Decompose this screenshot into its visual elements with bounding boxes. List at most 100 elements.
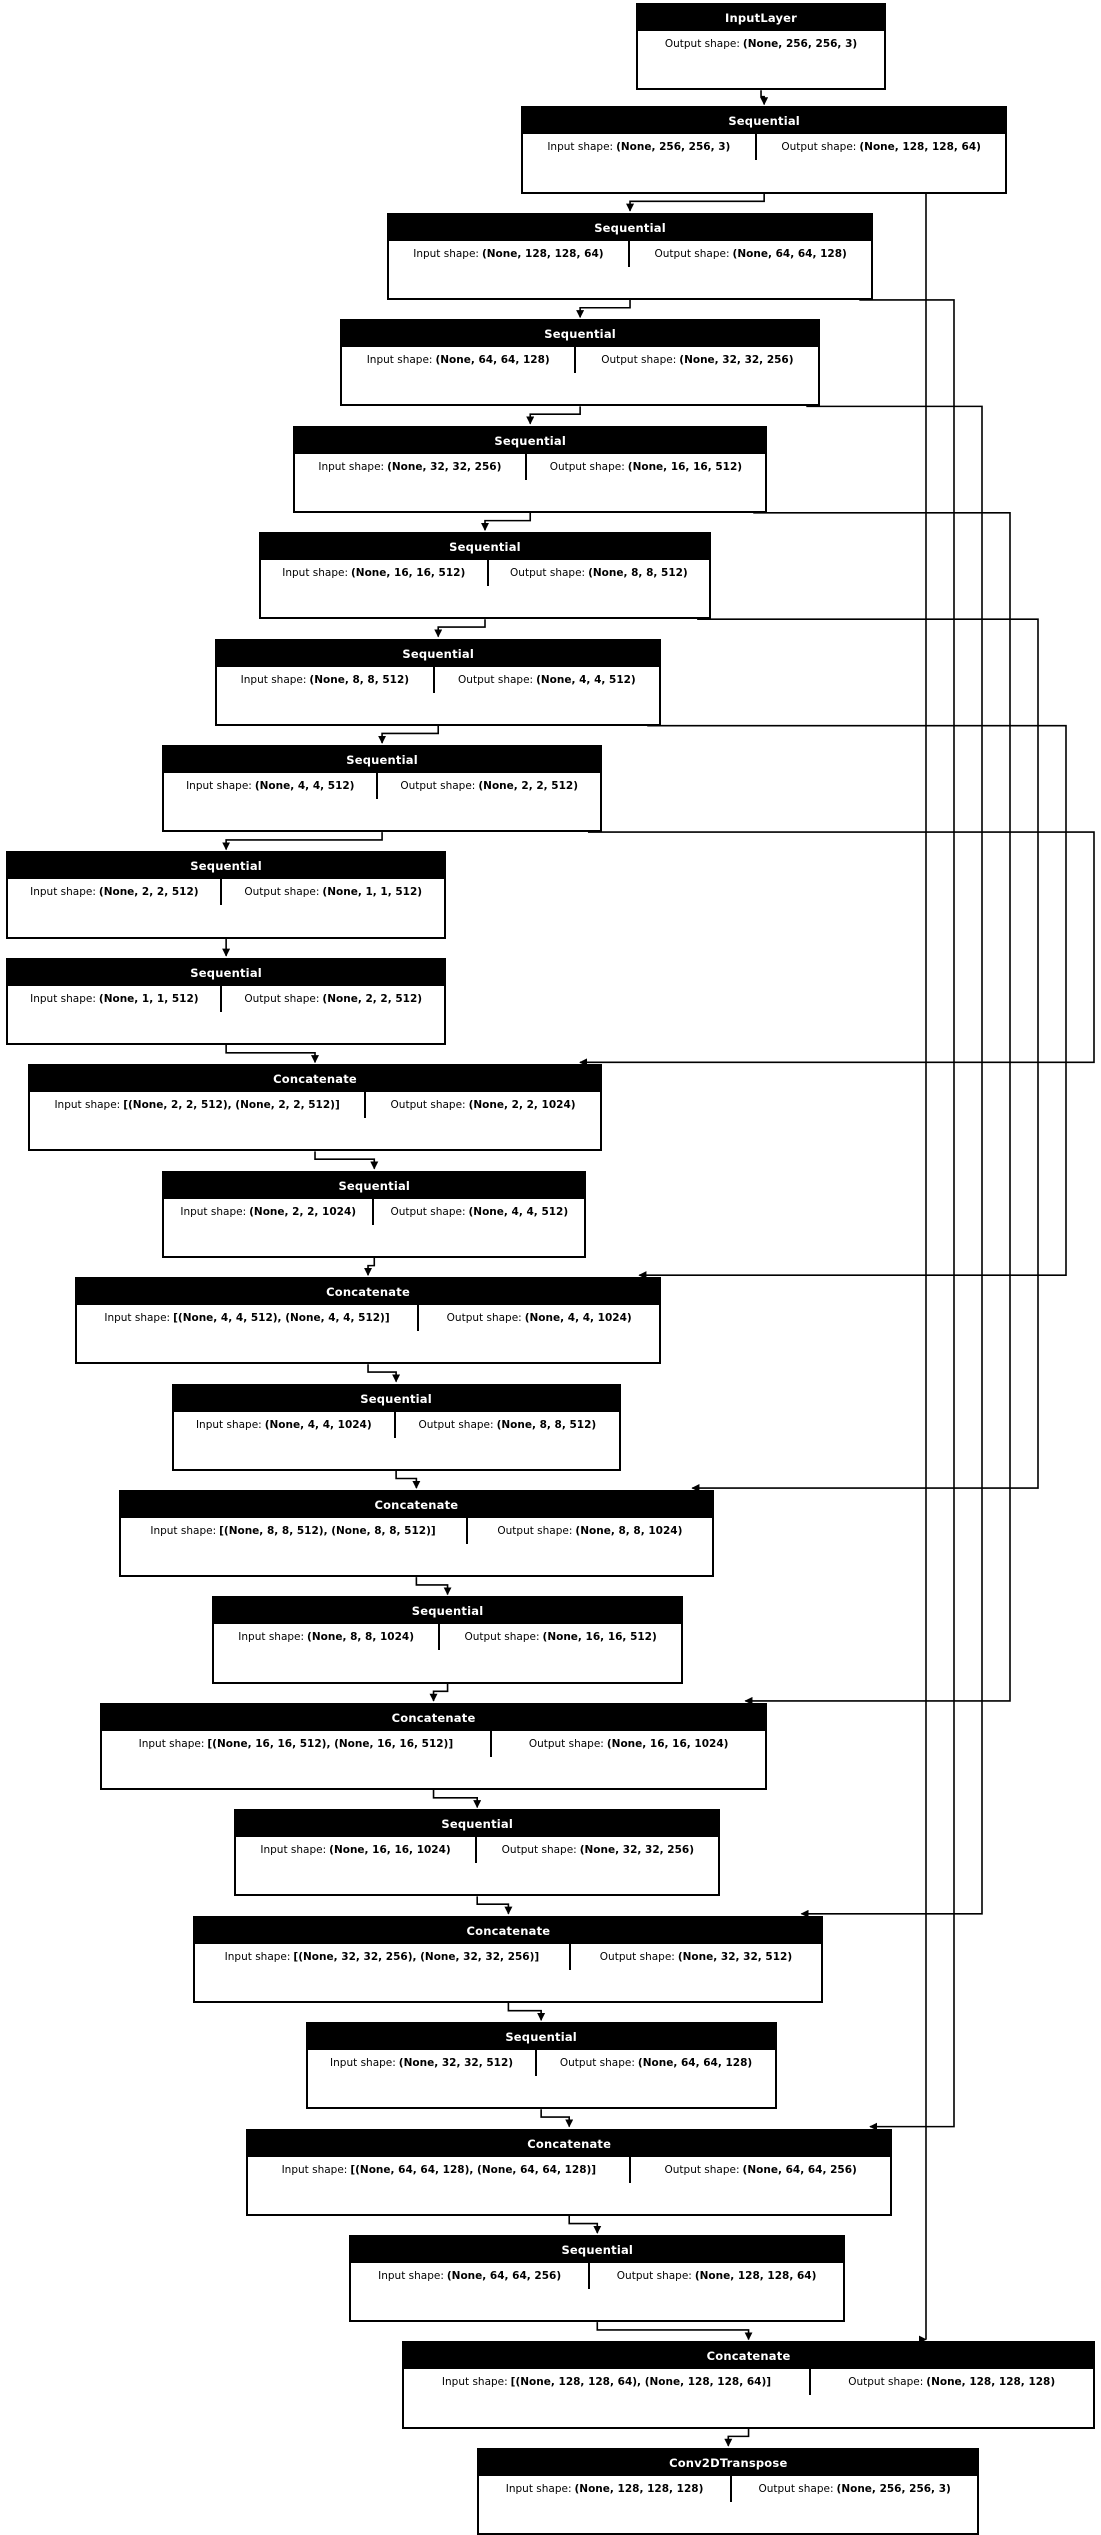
layer-node-title: Sequential [260, 534, 710, 561]
output-shape-value: (None, 4, 4, 512) [468, 1205, 569, 1218]
output-shape-label: Output shape: [664, 2163, 740, 2176]
output-shape-cell: Output shape:(None, 32, 32, 256) [477, 1837, 718, 1863]
input-shape-cell: Input shape:(None, 2, 2, 1024) [164, 1198, 375, 1225]
output-shape-label: Output shape: [559, 2057, 635, 2070]
output-shape-value: (None, 32, 32, 512) [677, 1950, 793, 1963]
layer-node-title: InputLayer [638, 5, 884, 32]
output-shape-value: (None, 8, 8, 512) [496, 1418, 597, 1431]
edge-n6-n7 [378, 725, 440, 744]
layer-node-title: Sequential [295, 427, 766, 454]
input-shape-value: (None, 32, 32, 512) [398, 2057, 514, 2070]
output-shape-value: (None, 128, 128, 128) [926, 2376, 1056, 2389]
input-shape-cell: Input shape:(None, 256, 256, 3) [523, 134, 757, 161]
output-shape-label: Output shape: [400, 780, 476, 793]
edge-n18-n19 [507, 2002, 546, 2021]
output-shape-label: Output shape: [654, 247, 730, 260]
input-shape-cell: Input shape:(None, 64, 64, 128) [342, 347, 577, 374]
input-shape-label: Input shape: [441, 2376, 508, 2389]
output-shape-value: (None, 16, 16, 512) [627, 460, 743, 473]
output-shape-label: Output shape: [616, 2270, 692, 2283]
output-shape-cell: Output shape:(None, 8, 8, 512) [396, 1412, 619, 1438]
input-shape-cell: Input shape:(None, 16, 16, 512) [261, 560, 489, 587]
edge-n9-n10 [225, 1044, 320, 1064]
input-shape-cell: Input shape:(None, 128, 128, 64) [389, 240, 631, 267]
layer-node-shapes: Input shape:[(None, 4, 4, 512), (None, 4… [76, 1305, 660, 1332]
input-shape-label: Input shape: [378, 2270, 444, 2283]
layer-node-shapes: Input shape:[(None, 2, 2, 512), (None, 2… [30, 1092, 600, 1119]
edge-n15-n16 [429, 1683, 449, 1702]
input-shape-label: Input shape: [104, 1312, 171, 1325]
output-shape-label: Output shape: [758, 2482, 834, 2495]
output-shape-cell: Output shape:(None, 32, 32, 512) [571, 1944, 822, 1970]
input-shape-label: Input shape: [330, 2057, 396, 2070]
output-shape-value: (None, 16, 16, 1024) [606, 1737, 729, 1750]
input-shape-label: Input shape: [150, 1525, 217, 1538]
input-shape-value: (None, 32, 32, 256) [387, 460, 502, 473]
output-shape-cell: Output shape:(None, 64, 64, 256) [631, 2157, 890, 2183]
edge-n7-n8 [222, 832, 383, 851]
output-shape-value: (None, 2, 2, 512) [478, 780, 579, 793]
input-shape-value: (None, 1, 1, 512) [98, 992, 199, 1005]
skip-edge-n2-n20 [859, 299, 955, 2131]
layer-node-title: Sequential [351, 2237, 844, 2264]
edge-n12-n13 [367, 1364, 401, 1383]
output-shape-value: (None, 8, 8, 1024) [575, 1525, 683, 1538]
input-shape-cell: Input shape:(None, 16, 16, 1024) [236, 1837, 478, 1864]
edge-n1-n2 [626, 193, 765, 212]
layer-node-shapes: Input shape:(None, 2, 2, 1024)Output sha… [164, 1198, 585, 1225]
input-shape-cell: Input shape:(None, 8, 8, 1024) [214, 1624, 441, 1651]
layer-node-shapes: Input shape:(None, 128, 128, 128)Output … [479, 2475, 978, 2502]
skip-edge-n7-n10 [579, 831, 1095, 1067]
output-shape-label: Output shape: [664, 38, 740, 51]
input-shape-value: [(None, 4, 4, 512), (None, 4, 4, 512)] [173, 1312, 390, 1325]
input-shape-value: (None, 2, 2, 1024) [249, 1205, 357, 1218]
layer-node-shapes: Input shape:(None, 64, 64, 256)Output sh… [351, 2263, 844, 2290]
layer-node-shapes: Input shape:(None, 8, 8, 512)Output shap… [217, 666, 660, 693]
input-shape-cell: Input shape:(None, 2, 2, 512) [8, 879, 223, 906]
input-shape-label: Input shape: [30, 992, 96, 1005]
input-shape-cell: Input shape:[(None, 8, 8, 512), (None, 8… [121, 1518, 468, 1545]
edge-n13-n14 [395, 1470, 421, 1489]
layer-node-shapes: Input shape:(None, 16, 16, 1024)Output s… [235, 1837, 719, 1864]
output-shape-cell: Output shape:(None, 128, 128, 64) [757, 134, 1006, 160]
layer-node-shapes: Input shape:(None, 4, 4, 1024)Output sha… [173, 1411, 619, 1438]
layer-node-shapes: Input shape:(None, 256, 256, 3)Output sh… [522, 134, 1006, 161]
layer-node-shapes: Input shape:[(None, 16, 16, 512), (None,… [101, 1730, 766, 1757]
layer-node-shapes: Input shape:(None, 32, 32, 256)Output sh… [295, 453, 766, 480]
edge-n0-n1 [760, 90, 769, 106]
layer-node-shapes: Input shape:(None, 8, 8, 1024)Output sha… [214, 1624, 682, 1651]
output-shape-value: (None, 256, 256, 3) [742, 38, 858, 51]
edge-n4-n5 [481, 512, 532, 531]
layer-node-title: Sequential [8, 959, 444, 986]
input-shape-label: Input shape: [282, 567, 348, 580]
input-shape-value: [(None, 32, 32, 256), (None, 32, 32, 256… [293, 1950, 540, 1963]
input-shape-label: Input shape: [413, 247, 479, 260]
layer-node-title: Concatenate [195, 1917, 822, 1944]
output-shape-label: Output shape: [601, 354, 677, 367]
